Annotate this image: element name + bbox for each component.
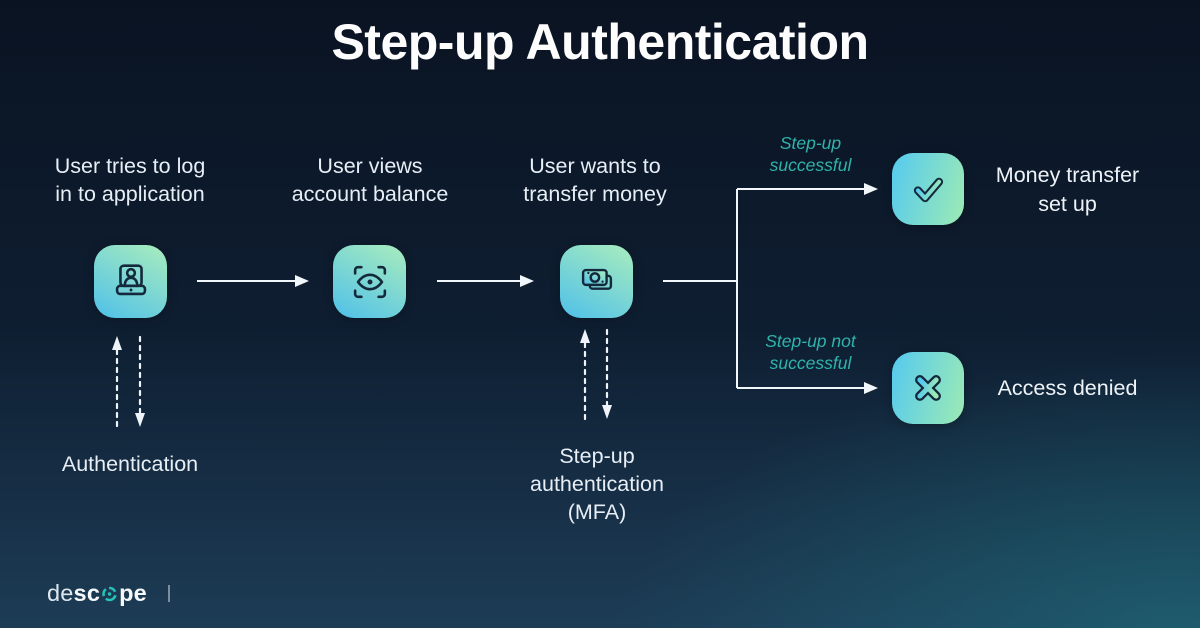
success-icon-tile: [892, 153, 964, 225]
check-icon: [913, 177, 944, 203]
money-notes-icon: [581, 268, 612, 290]
step-up-mfa-label: Step-up authentication (MFA): [530, 444, 664, 524]
arrowhead-right-icon: [864, 183, 878, 195]
logo-text-sc: sc: [73, 580, 101, 606]
descope-o-icon: [101, 582, 118, 609]
cross-icon: [915, 375, 941, 401]
eye-scan-icon: [353, 265, 386, 298]
step1-icon-tile: [94, 245, 167, 318]
step1-label: User tries to log in to application: [54, 154, 206, 207]
user-login-laptop-icon: [115, 263, 146, 295]
logo-text-de: de: [47, 580, 74, 606]
logo-text-pe: pe: [119, 580, 147, 606]
arrowhead-down-icon: [135, 413, 145, 427]
arrowhead-right-icon: [864, 382, 878, 394]
outcome-failure-label: Access denied: [997, 376, 1138, 400]
arrowhead-up-icon: [580, 329, 590, 343]
failure-icon-tile: [892, 352, 964, 424]
arrowhead-right-icon: [520, 275, 534, 287]
arrowhead-right-icon: [295, 275, 309, 287]
step3-icon-tile: [560, 245, 633, 318]
step2-icon-tile: [333, 245, 406, 318]
arrowhead-up-icon: [112, 336, 122, 350]
branch-failure-label: Step-up not successful: [765, 331, 856, 373]
authentication-label: Authentication: [61, 452, 199, 476]
dashed-arrowheads: [112, 329, 612, 427]
page-title: Step-up Authentication: [331, 14, 869, 70]
dashed-auth-lines: [115, 328, 609, 430]
arrowhead-down-icon: [602, 405, 612, 419]
branch-success-label: Step-up successful: [769, 133, 852, 175]
logo-separator: [167, 585, 170, 602]
step3-label: User wants to transfer money: [523, 154, 667, 207]
outcome-success-label: Money transfer set up: [995, 163, 1140, 217]
step2-label: User views account balance: [291, 154, 449, 207]
